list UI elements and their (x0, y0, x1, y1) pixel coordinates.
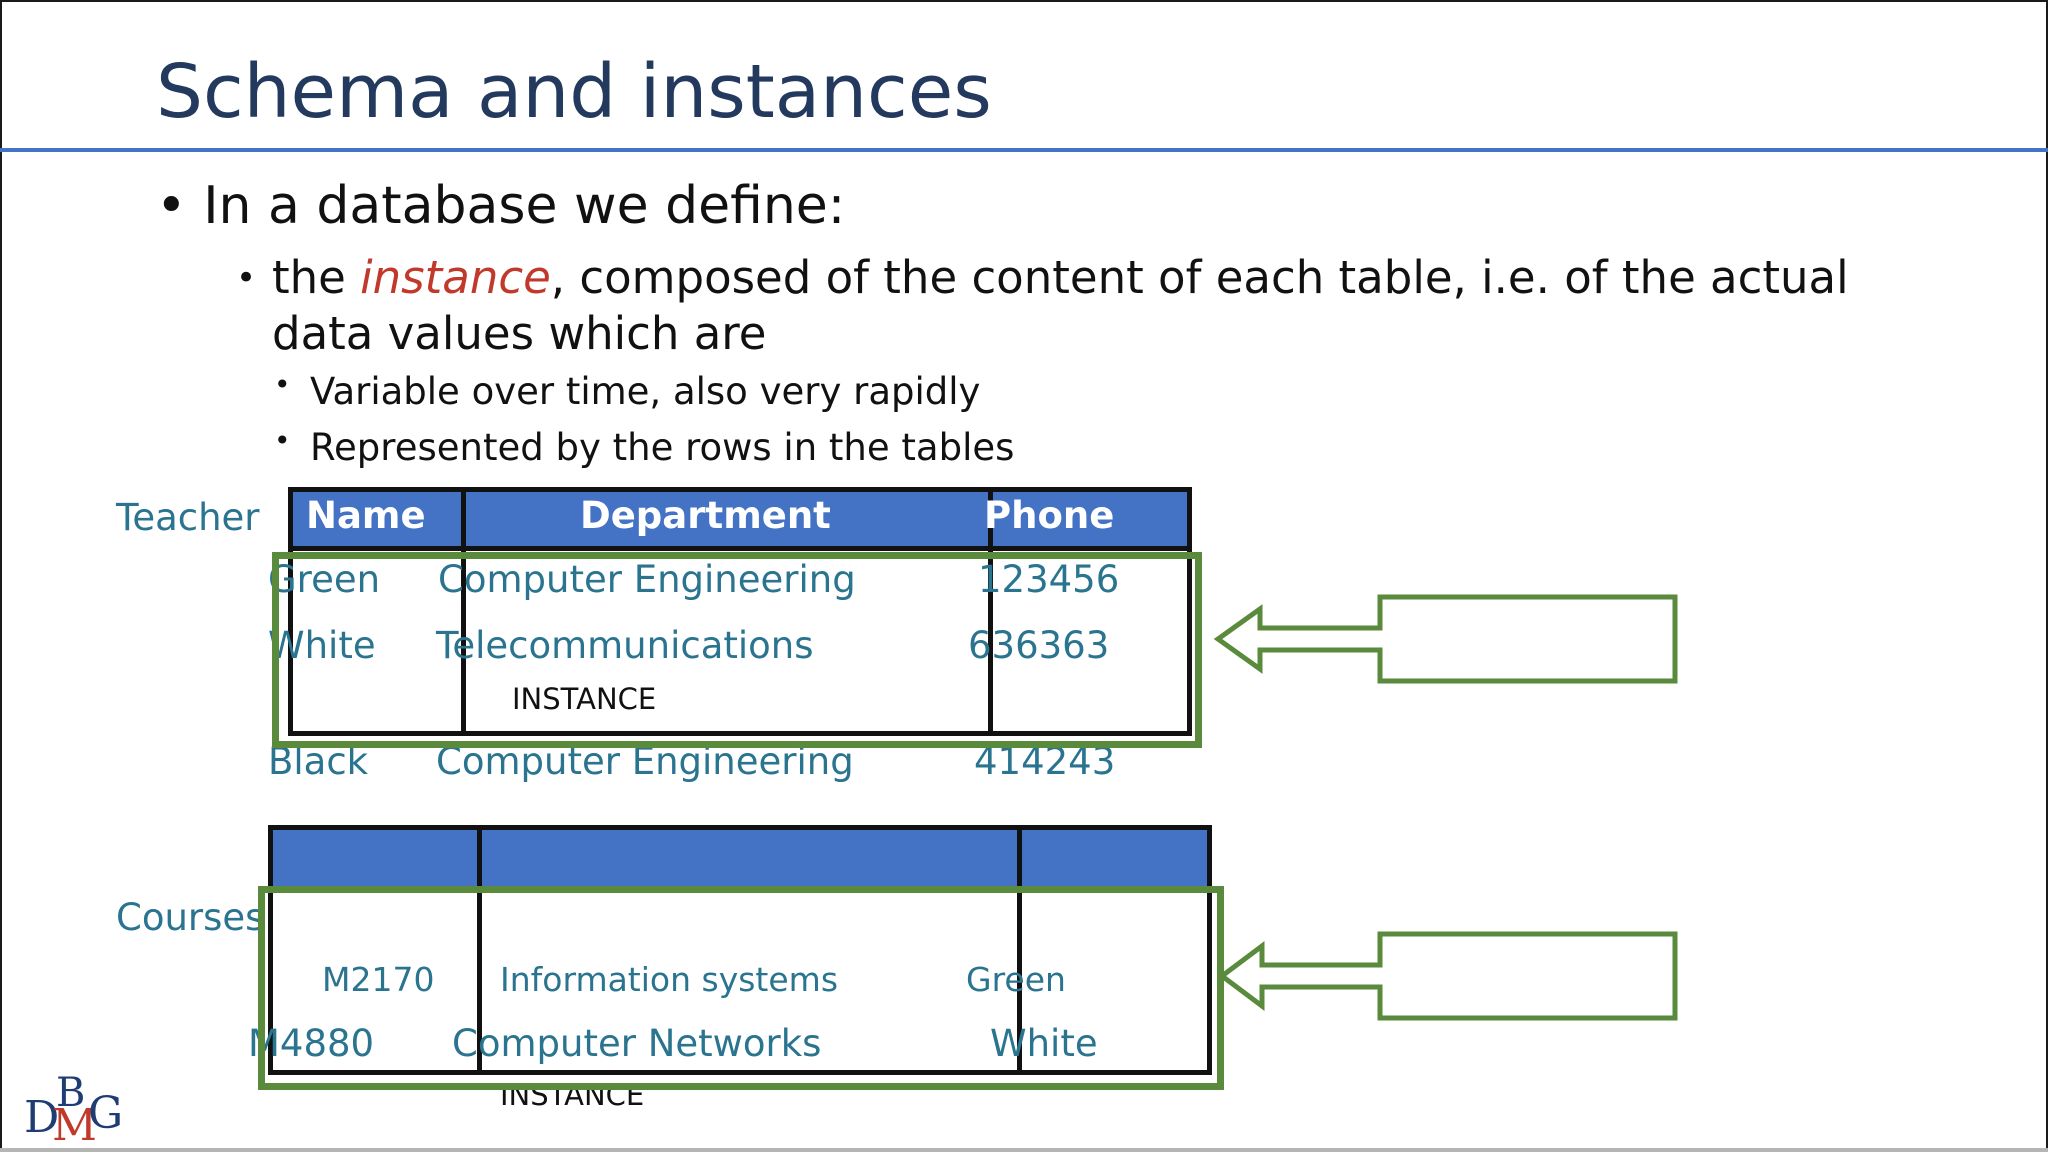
courses-header-bar (272, 829, 1210, 887)
bullet-text-pre: the (272, 251, 361, 304)
courses-table-label: Courses (116, 896, 265, 939)
bullet-text-line2: data values which are (272, 307, 767, 360)
bullet-text: Represented by the rows in the tables (310, 426, 1015, 469)
logo-letter-d: D (24, 1092, 60, 1143)
bullet-level1: • In a database we define: (156, 176, 845, 236)
teacher-border-left (288, 487, 293, 736)
bullet-text: Variable over time, also very rapidly (310, 370, 981, 413)
courses-cell: Green (966, 960, 1066, 999)
logo-letter-b: B (56, 1070, 86, 1116)
teacher-col-divider (988, 487, 993, 736)
teacher-cell: Telecommunications (436, 624, 814, 667)
courses-cell: M4880 (248, 1022, 375, 1065)
logo-letter-g: G (88, 1088, 124, 1139)
courses-cell: M2170 (322, 960, 435, 999)
teacher-table-label: Teacher (116, 496, 260, 539)
teacher-instance-outline (272, 552, 1202, 748)
slide-title: Schema and instances (156, 49, 992, 135)
teacher-border-bottom (288, 731, 1192, 736)
teacher-col-divider (461, 487, 466, 736)
courses-border-right (1207, 825, 1212, 1075)
bullet-text-post: , composed of the content of each table,… (550, 251, 1849, 304)
teacher-cell: White (268, 624, 376, 667)
dbmg-logo: D B M G (22, 1070, 132, 1151)
left-arrow-outline-icon (1213, 594, 1678, 684)
courses-border-left (268, 825, 273, 1075)
title-underline (0, 148, 2048, 152)
teacher-border-header (288, 546, 1192, 551)
teacher-cell: 123456 (978, 558, 1120, 601)
courses-cell: Computer Networks (452, 1022, 822, 1065)
footer-bar (0, 1148, 2048, 1152)
bullet-dot: • (274, 424, 291, 457)
courses-instance-outline (258, 886, 1224, 1090)
courses-col-divider (477, 825, 482, 1075)
courses-border-top (268, 825, 1212, 830)
teacher-header-department: Department (580, 494, 831, 537)
teacher-header-name: Name (306, 494, 426, 537)
bullet-dot: • (156, 176, 187, 236)
teacher-border-right (1187, 487, 1192, 736)
courses-cell: White (990, 1022, 1098, 1065)
bullet-level3-2: • Represented by the rows in the tables (274, 424, 1015, 469)
bullet-dot: • (236, 258, 257, 298)
courses-cell: Information systems (500, 960, 839, 999)
logo-letter-m: M (52, 1100, 98, 1151)
courses-col-divider (1017, 825, 1022, 1075)
bullet-dot: • (274, 368, 291, 401)
teacher-header-bar (292, 490, 1190, 548)
bullet-text: In a database we define: (203, 176, 846, 236)
teacher-instance-label: INSTANCE (512, 682, 657, 716)
teacher-header-phone: Phone (984, 494, 1115, 537)
bullet-level2-text: the instance, composed of the content of… (272, 250, 1849, 362)
teacher-cell: Computer Engineering (438, 558, 856, 601)
teacher-cell: Green (268, 558, 381, 601)
left-arrow-outline-icon (1217, 931, 1678, 1021)
bullet-level2: • the instance, composed of the content … (236, 250, 1849, 362)
instance-highlight: instance (360, 251, 551, 304)
teacher-cell: 636363 (968, 624, 1110, 667)
bullet-level3-1: • Variable over time, also very rapidly (274, 368, 981, 413)
courses-border-bottom (268, 1070, 1212, 1075)
teacher-border-top (288, 487, 1192, 492)
